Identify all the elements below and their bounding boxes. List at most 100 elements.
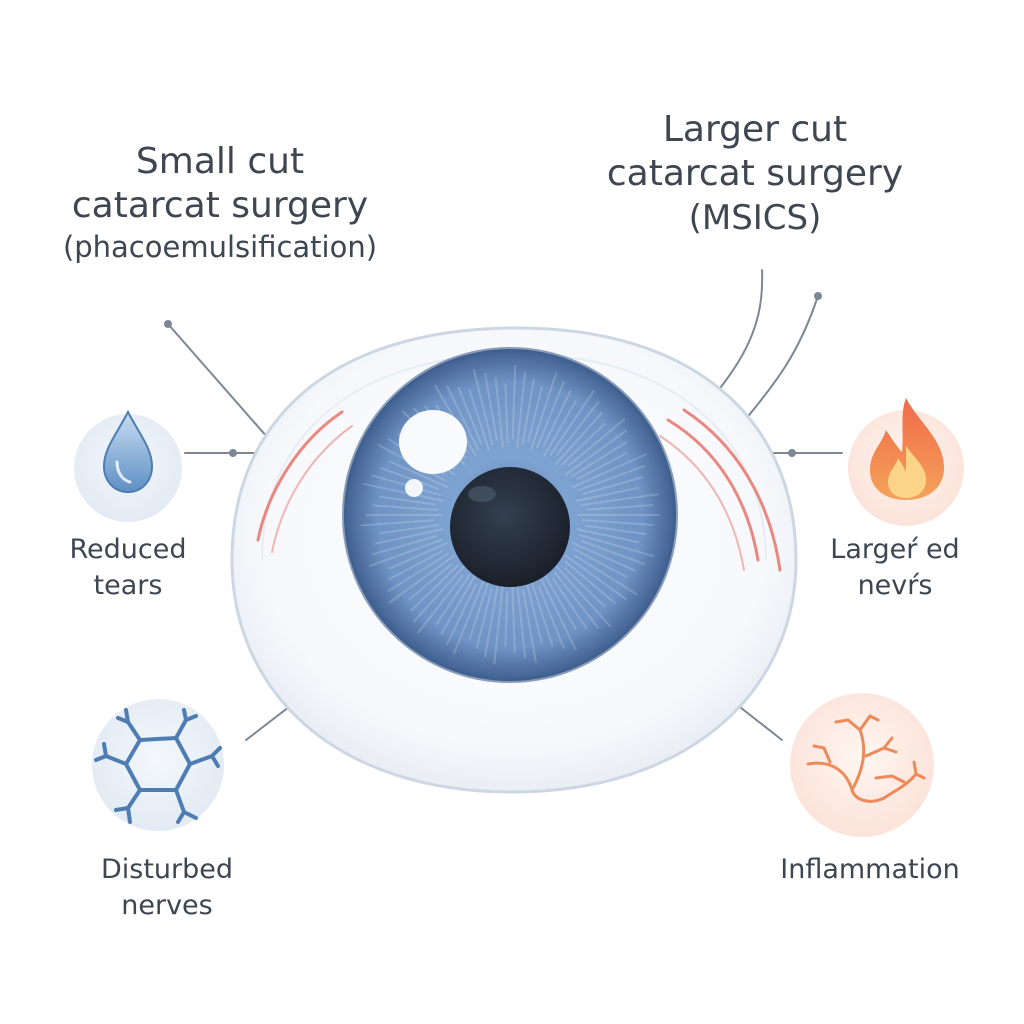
iris-fiber <box>551 577 589 630</box>
disturbed-nerves-badge <box>92 699 224 831</box>
larger-cut-title-line3: (MSICS) <box>688 197 822 238</box>
iris-fiber <box>435 574 471 625</box>
reduced-tears-badge <box>74 409 182 522</box>
iris-fiber <box>484 585 499 657</box>
inflammation-caption: Inflammation <box>760 852 980 888</box>
iris-fiber <box>379 466 439 490</box>
iris-fiber <box>576 452 627 481</box>
iris-fiber <box>573 547 627 578</box>
iris-fiber <box>578 533 655 558</box>
iris-fiber <box>388 541 449 570</box>
iris-fiber <box>582 476 643 496</box>
iris-fiber <box>570 441 628 478</box>
iris-fiber <box>561 422 606 466</box>
small-cut-title-line1: Small cut <box>135 141 305 182</box>
iris-fiber <box>440 573 477 636</box>
iris-fiber <box>388 554 456 605</box>
iris-fiber <box>457 386 483 445</box>
reduced-tears-line1: Reduced <box>69 534 187 565</box>
iris-fiber <box>468 389 490 451</box>
iris-fiber <box>526 584 543 644</box>
iris-fiber <box>368 538 443 568</box>
iris-fiber <box>585 504 654 511</box>
branching-nerve-icon <box>806 714 926 803</box>
iris-fiber <box>416 574 464 634</box>
reduced-tears-caption: Reduced tears <box>38 532 218 603</box>
nerve-cell-icon <box>94 708 222 824</box>
iris-fiber <box>543 573 577 630</box>
iris-fiber <box>446 582 478 645</box>
iris-fiber <box>567 417 626 467</box>
larger-cut-title-line2: catarcat surgery <box>606 152 904 194</box>
larger-nerves-line2: nevŕs <box>857 569 933 601</box>
iris-fiber <box>410 564 459 612</box>
iris-fiber <box>540 579 577 651</box>
iris-fiber <box>564 554 628 601</box>
iris-fiber <box>564 567 606 608</box>
iris-fiber <box>387 549 444 581</box>
iris-fiber <box>511 365 517 440</box>
iris-fiber <box>522 589 537 663</box>
larger-cut-title: Larger cut catarcat surgery (MSICS) <box>555 108 955 239</box>
iris-fiber <box>374 528 444 545</box>
iris-fiber <box>577 464 646 492</box>
iris-fiber <box>452 581 484 655</box>
iris-fiber <box>576 486 640 502</box>
iris-fiber <box>493 582 504 665</box>
iris-fiber <box>475 588 493 650</box>
reduced-tears-line2: tears <box>93 569 163 601</box>
larger-nerves-badge <box>848 398 964 526</box>
iris-fiber <box>360 519 435 527</box>
iris-fiber <box>530 579 554 647</box>
eye-highlight <box>399 410 467 474</box>
iris-fiber <box>387 552 450 593</box>
small-cut-title: Small cut catarcat surgery (phacoemulsif… <box>20 140 420 265</box>
iris-fiber <box>379 495 435 506</box>
iris-fiber <box>530 371 558 451</box>
iris-fiber <box>576 528 640 544</box>
iris-fiber <box>412 564 466 623</box>
inflammation-badge <box>790 693 934 837</box>
iris-fiber <box>585 524 647 536</box>
iris-fiber <box>564 560 617 605</box>
disturbed-nerves-line2: nerves <box>121 889 213 921</box>
iris-fiber <box>564 429 628 476</box>
disturbed-nerves-caption: Disturbed nerves <box>62 852 272 923</box>
iris-fiber <box>542 390 572 448</box>
iris-fiber <box>549 390 595 456</box>
iris-fiber <box>581 493 659 506</box>
iris-fiber <box>553 571 600 630</box>
iris-fiber <box>484 373 498 441</box>
iris-fiber <box>379 524 439 535</box>
iris-fiber <box>504 590 509 647</box>
water-drop-icon <box>102 409 154 494</box>
iris-fiber <box>363 482 444 502</box>
inflammation-line1: Inflammation <box>780 854 960 885</box>
iris-fiber <box>371 534 438 556</box>
iris-fiber <box>468 579 490 641</box>
iris-fiber <box>554 564 612 628</box>
disturbed-nerves-line1: Disturbed <box>100 854 234 885</box>
pupil <box>450 467 570 587</box>
iris-fiber <box>446 385 480 451</box>
larger-nerves-caption: Largeŕ ed nevŕs <box>800 532 990 603</box>
leader-small-cut <box>167 323 283 455</box>
iris-fiber <box>554 411 604 466</box>
iris-fiber <box>504 383 509 444</box>
iris-fiber <box>571 453 648 489</box>
iris-fiber <box>521 378 535 445</box>
iris-fiber <box>556 400 600 456</box>
larger-nerves-line1: Largeŕ ed <box>830 534 960 565</box>
iris-fiber <box>516 582 527 659</box>
iris-fiber <box>536 381 565 449</box>
larger-cut-title-line1: Larger cut <box>662 109 848 150</box>
iris-fiber <box>372 504 439 511</box>
incision-marks <box>256 408 782 572</box>
small-cut-title-line2: catarcat surgery <box>71 184 369 226</box>
iris-fiber <box>472 369 494 446</box>
iris-fiber <box>581 540 646 566</box>
iris-fiber <box>527 386 543 442</box>
small-cut-title-line3: (phacoemulsification) <box>62 229 378 264</box>
iris-fiber <box>408 563 453 601</box>
